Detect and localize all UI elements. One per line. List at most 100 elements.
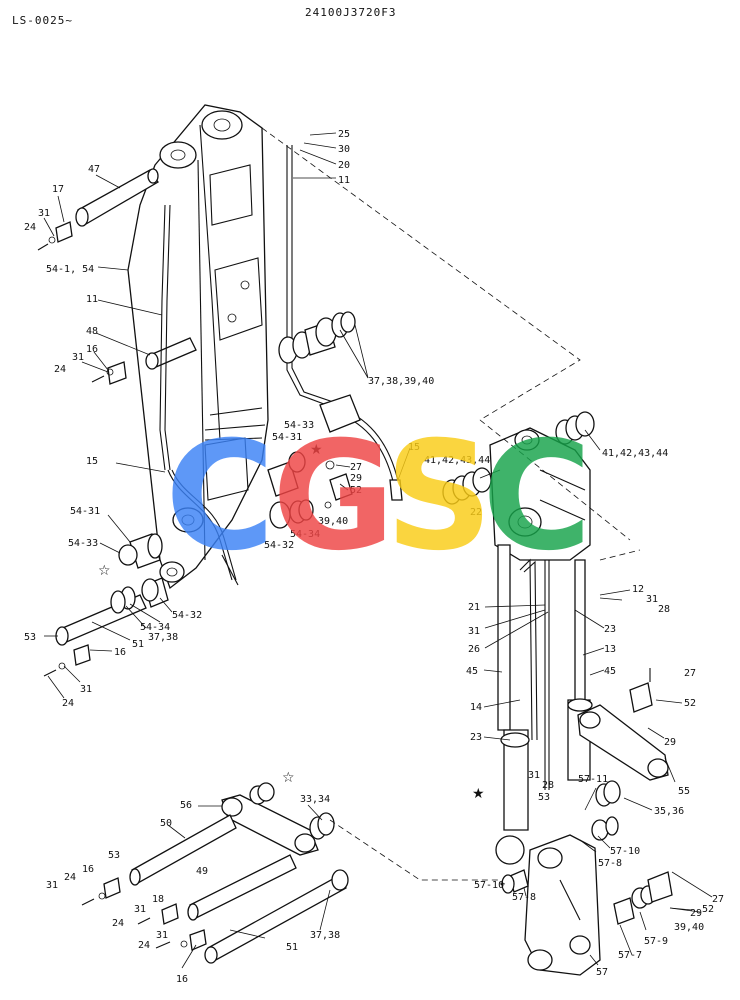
clamp-52-lower bbox=[647, 871, 673, 903]
callout-label: 53 bbox=[108, 850, 120, 861]
callout-label: 31 bbox=[646, 594, 658, 605]
callout-label: 25 bbox=[338, 129, 350, 140]
pin-51-lower bbox=[204, 869, 349, 964]
link-55 bbox=[577, 704, 669, 781]
callout-label: 24 bbox=[62, 698, 74, 709]
callout-label: 45 bbox=[466, 666, 478, 677]
callout-label: 54-31 bbox=[272, 432, 302, 443]
callout-label: 15 bbox=[86, 456, 98, 467]
watermark: C G S C bbox=[165, 410, 592, 584]
callout-label: 53 bbox=[538, 792, 550, 803]
callout-label: 37,38,39,40 bbox=[368, 376, 434, 387]
pin-50 bbox=[129, 814, 237, 886]
callout-label: 29 bbox=[350, 473, 362, 484]
bushing-57-series bbox=[501, 816, 656, 925]
callout-label: 54-33 bbox=[68, 538, 98, 549]
serial-range: LS-0025~ bbox=[12, 14, 73, 27]
callout-label: 16 bbox=[82, 864, 94, 875]
hardware-left bbox=[37, 221, 127, 677]
callout-label: 54-31 bbox=[70, 506, 100, 517]
star-marker-filled-2: ★ bbox=[472, 786, 485, 802]
callout-label: 54-34 bbox=[290, 529, 320, 540]
pin-49 bbox=[187, 854, 297, 921]
callout-label: 57-11 bbox=[578, 774, 608, 785]
bushing-35-36 bbox=[595, 780, 621, 807]
callout-label: 57 bbox=[596, 967, 608, 978]
part-number: 24100J3720F3 bbox=[305, 6, 396, 19]
callout-label: 48 bbox=[86, 326, 98, 337]
callout-label: 37,38 bbox=[310, 930, 340, 941]
callout-label: 54-34 bbox=[140, 622, 170, 633]
callout-label: 45 bbox=[604, 666, 616, 677]
callout-label: 57-8 bbox=[512, 892, 536, 903]
callout-label: 39,40 bbox=[318, 516, 348, 527]
bushing-group-upper bbox=[278, 311, 356, 364]
watermark-letter-4: C bbox=[482, 410, 592, 584]
callout-label: 51 bbox=[132, 639, 144, 650]
callout-label: 27 bbox=[684, 668, 696, 679]
callout-label: 50 bbox=[160, 818, 172, 829]
callout-label: 33,34 bbox=[300, 794, 330, 805]
callout-label: 24 bbox=[54, 364, 66, 375]
callout-label: 16 bbox=[86, 344, 98, 355]
callout-label: 17 bbox=[52, 184, 64, 195]
callout-label: 35,36 bbox=[654, 806, 684, 817]
bushing-group-left bbox=[118, 533, 163, 569]
callout-label: 57-10 bbox=[474, 880, 504, 891]
bushing-group-41-44 bbox=[442, 411, 595, 505]
callout-label: 27 bbox=[350, 462, 362, 473]
star-marker-open-2: ☆ bbox=[282, 770, 295, 786]
callout-label: 31 bbox=[528, 770, 540, 781]
callout-label: 41,42,43,44 bbox=[602, 448, 668, 459]
callout-label: 39,40 bbox=[674, 922, 704, 933]
callout-label: 52 bbox=[684, 698, 696, 709]
callout-label: 15 bbox=[408, 442, 420, 453]
callout-label: 55 bbox=[678, 786, 690, 797]
callout-label: 13 bbox=[604, 644, 616, 655]
callout-label: 30 bbox=[338, 144, 350, 155]
callout-label: 18 bbox=[152, 894, 164, 905]
callout-label: 24 bbox=[112, 918, 124, 929]
assembly-leader-lines bbox=[261, 127, 641, 881]
pin-47 bbox=[75, 168, 159, 227]
callout-label: 16 bbox=[114, 647, 126, 658]
callout-label: 14 bbox=[470, 702, 482, 713]
clamp-52-group bbox=[319, 394, 361, 509]
hardware-lower-left bbox=[81, 877, 207, 951]
watermark-letter-3: S bbox=[385, 410, 493, 584]
star-marker-filled-1: ★ bbox=[310, 442, 323, 458]
callout-label: 23 bbox=[604, 624, 616, 635]
callout-label: 24 bbox=[24, 222, 36, 233]
callout-leaders bbox=[43, 132, 713, 969]
bucket-link-57 bbox=[524, 834, 601, 976]
callout-label: 52 bbox=[350, 485, 362, 496]
callout-label: 47 bbox=[88, 164, 100, 175]
clamp-52-right bbox=[629, 682, 653, 713]
bushing-group-center bbox=[267, 451, 314, 529]
callout-label: 52 bbox=[702, 904, 714, 915]
callout-label: 41,42,43,44 bbox=[424, 455, 490, 466]
callout-label: 31 bbox=[46, 880, 58, 891]
callout-label: 31 bbox=[72, 352, 84, 363]
callout-label: 29 bbox=[664, 737, 676, 748]
callout-label: 54-33 bbox=[284, 420, 314, 431]
callout-label: 31 bbox=[134, 904, 146, 915]
watermark-letter-1: C bbox=[165, 410, 275, 584]
callout-label: 28 bbox=[658, 604, 670, 615]
callout-label: 26 bbox=[468, 644, 480, 655]
callout-label: 57-10 bbox=[610, 846, 640, 857]
callout-label: 24 bbox=[138, 940, 150, 951]
stick-arm bbox=[489, 427, 591, 561]
cylinder-45-right bbox=[567, 559, 593, 781]
star-marker-open-1: ☆ bbox=[98, 563, 111, 579]
callout-label: 22 bbox=[470, 507, 482, 518]
callout-label: 28 bbox=[542, 780, 554, 791]
callout-label: 12 bbox=[632, 584, 644, 595]
callout-label: 31 bbox=[80, 684, 92, 695]
callout-label: 54-1, 54 bbox=[46, 264, 94, 275]
callout-label: 31 bbox=[156, 930, 168, 941]
callout-label: 54-32 bbox=[264, 540, 294, 551]
callout-label: 11 bbox=[338, 175, 350, 186]
callout-label: 27 bbox=[712, 894, 724, 905]
callout-label: 49 bbox=[196, 866, 208, 877]
